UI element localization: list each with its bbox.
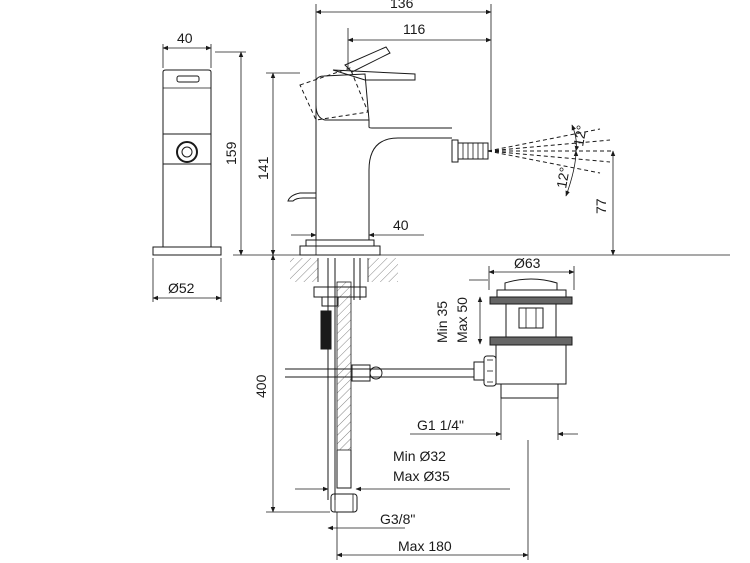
- dim-angle-12-upper: 12°: [570, 124, 589, 148]
- dim-base-diameter-52: Ø52: [168, 280, 195, 296]
- side-view: 40 Ø52 159: [152, 30, 246, 302]
- dim-overall-136: 136: [390, 0, 414, 11]
- dim-base-40: 40: [393, 217, 409, 233]
- dim-width-40: 40: [177, 30, 193, 46]
- min-thickness-35: Min 35: [434, 301, 450, 343]
- thread-g114: G1 1/4": [417, 417, 464, 433]
- dim-height-159: 159: [223, 141, 239, 165]
- front-view: 136 116 12° 12° 77: [255, 0, 616, 256]
- dim-angle-12-lower: 12°: [553, 166, 572, 190]
- dim-waste-63: Ø63: [514, 255, 541, 271]
- dim-height-77: 77: [593, 198, 609, 214]
- dim-max-180: Max 180: [398, 538, 452, 554]
- min-hole-32: Min Ø32: [393, 448, 446, 464]
- max-thickness-50: Max 50: [454, 297, 470, 343]
- dim-height-141: 141: [255, 156, 271, 180]
- installation-section: 400 Min Ø32 Max Ø35 G3/8" Max 180: [253, 254, 529, 560]
- dim-hose-400: 400: [253, 374, 269, 398]
- max-hole-35: Max Ø35: [393, 468, 450, 484]
- pop-up-waste: Ø63 Min 35 Max 50 G1 1/4": [410, 255, 578, 560]
- thread-g38: G3/8": [380, 511, 415, 527]
- dim-spout-116: 116: [403, 21, 426, 37]
